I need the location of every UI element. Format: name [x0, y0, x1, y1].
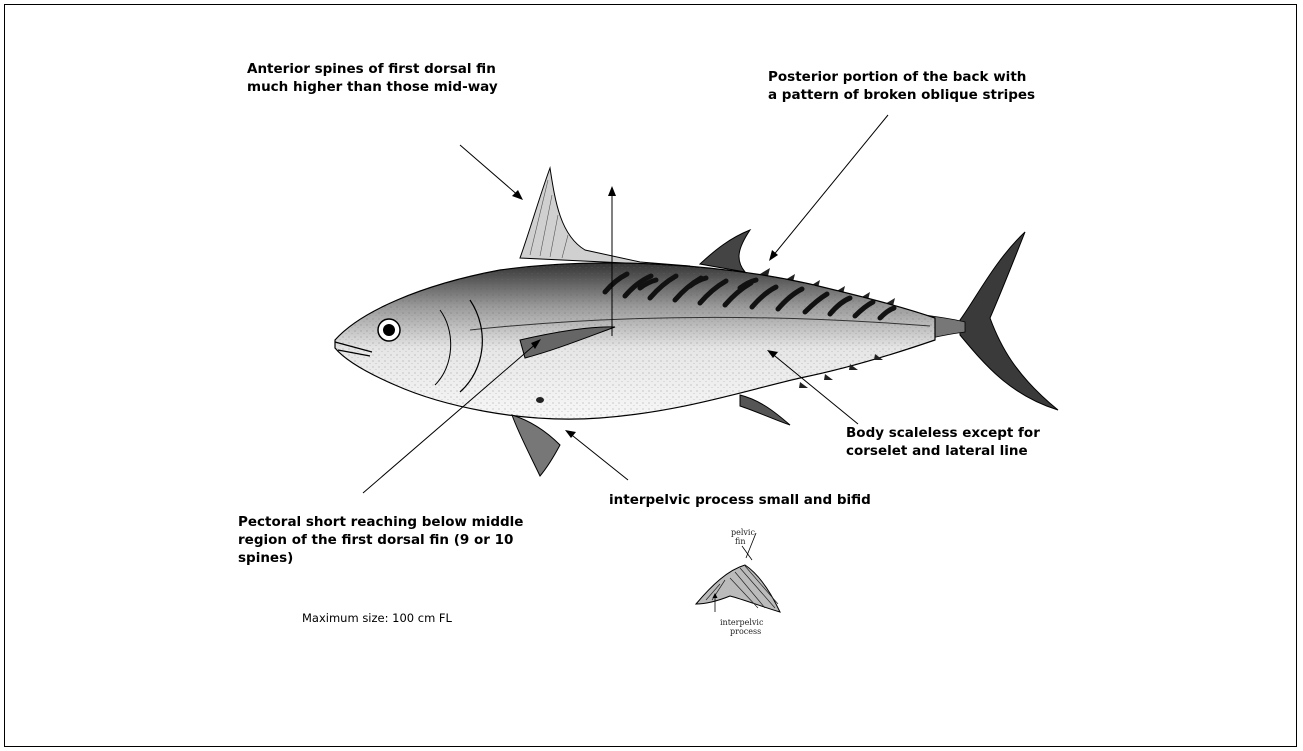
label-body-scaleless: Body scaleless except for corselet and l… — [846, 424, 1040, 460]
label-line: interpelvic process small and bifid — [609, 491, 871, 509]
label-line: Body scaleless except for — [846, 424, 1040, 442]
label-back-stripes: Posterior portion of the back with a pat… — [768, 68, 1035, 104]
label-line: Posterior portion of the back with — [768, 68, 1035, 86]
label-dorsal-spines: Anterior spines of first dorsal fin much… — [247, 60, 498, 96]
label-pectoral: Pectoral short reaching below middle reg… — [238, 513, 523, 567]
label-line: Maximum size: 100 cm FL — [302, 609, 452, 627]
label-interpelvic: interpelvic process small and bifid — [609, 491, 871, 509]
process-label-line2: process — [730, 627, 761, 636]
process-label-line1: interpelvic — [720, 618, 764, 627]
label-line: region of the first dorsal fin (9 or 10 — [238, 531, 523, 549]
label-line: a pattern of broken oblique stripes — [768, 86, 1035, 104]
pelvic-label-line2: fin — [735, 537, 746, 546]
label-line: spines) — [238, 549, 523, 567]
label-line: Anterior spines of first dorsal fin — [247, 60, 498, 78]
label-max-size: Maximum size: 100 cm FL — [302, 609, 452, 627]
label-line: much higher than those mid-way — [247, 78, 498, 96]
label-line: corselet and lateral line — [846, 442, 1040, 460]
pelvic-label-line1: pelvic — [731, 528, 755, 537]
label-line: Pectoral short reaching below middle — [238, 513, 523, 531]
